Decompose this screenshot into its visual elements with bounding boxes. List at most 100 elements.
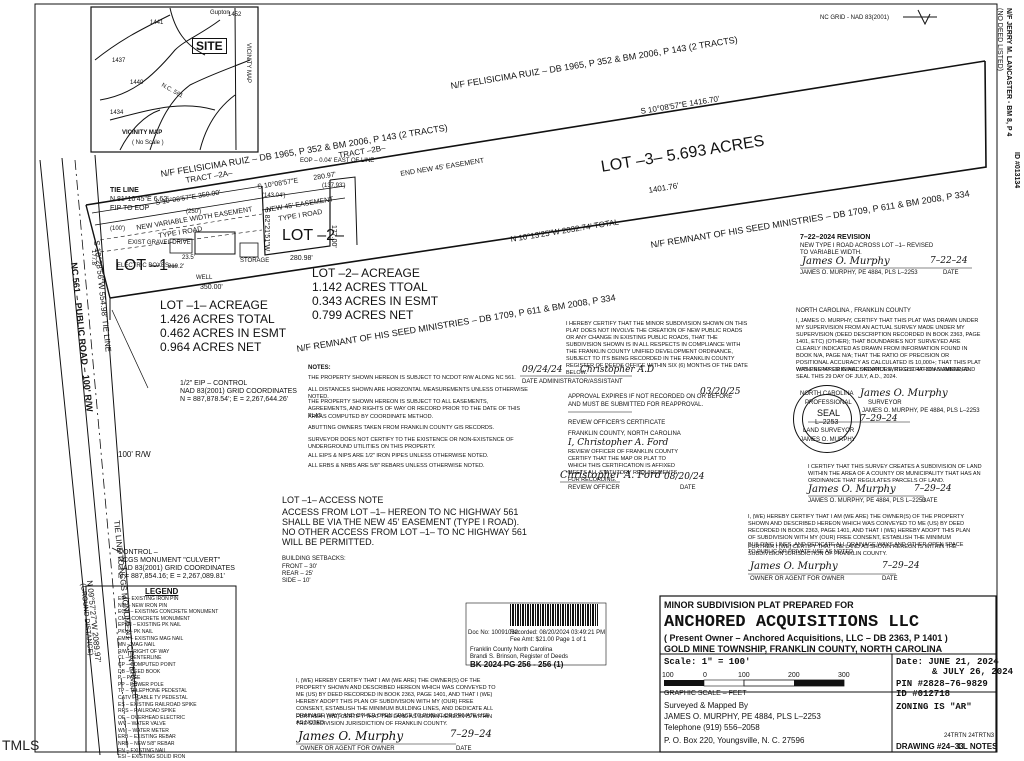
eop-note: EOP – 0.04' EAST OF LINE — [300, 158, 375, 164]
tie-line: TIE LINE — [110, 187, 139, 194]
vicinity-place: Gupton — [210, 10, 230, 16]
seal-bottom: JAMES O. MURPHY — [800, 437, 856, 443]
title-pin: PIN #2828–76–9829 — [896, 679, 988, 689]
control-2-l3: NAD 83(2001) GRID COORDINATES — [118, 565, 235, 572]
surveyor-label: SURVEYOR — [868, 400, 902, 406]
county-cert-expire-2: AND MUST BE SUBMITTED FOR REAPPROVAL. — [568, 402, 704, 408]
revision-line-1: NEW TYPE I ROAD ACROSS LOT –1– REVISED — [800, 243, 934, 249]
scale-tick: 300 — [838, 672, 850, 679]
legend-item: WV – WATER VALVE — [118, 721, 166, 728]
revision-date-label: DATE — [943, 270, 959, 276]
county-cert-signature: Christopher A.D — [580, 365, 655, 375]
legend-item: ESI – EXISTING SOLID IRON — [118, 754, 186, 761]
legend-item: ECM – EXISTING CONCRETE MONUMENT — [118, 609, 219, 616]
surveyor-name: JAMES O. MURPHY, PE 4884, PLS L–2253 — [862, 408, 980, 414]
recording-book: BK 2024 PG 256 - 256 (1) — [470, 660, 564, 669]
legend-item: NRB – NEW 5/8" REBAR — [118, 741, 175, 748]
sub-cert-text: I CERTIFY THAT THIS SURVEY CREATES A SUB… — [808, 464, 982, 484]
seal-number: L–2253 — [815, 419, 839, 426]
legend-item: ES – EXISTING RAILROAD SPIKE — [118, 701, 197, 708]
title-scale: Scale: 1" = 100' — [664, 657, 751, 667]
vicinity-vertical-label: VICINITY MAP — [244, 43, 251, 83]
title-present-owner: ( Present Owner – Anchored Acquisitions,… — [664, 633, 948, 643]
title-date-2: & JULY 26, 2024 — [932, 667, 1014, 677]
setback-rear: REAR – 25' — [282, 571, 314, 577]
graphic-scale: GRAPHIC SCALE – FEET — [664, 690, 747, 697]
owner-cert-2-date-label: DATE — [456, 746, 472, 752]
owner-cert-2-date: 7–29–24 — [450, 729, 492, 740]
right-owner-note: (NO DEED LISTED) — [996, 8, 1003, 72]
note-item: ALL ERBS & NRBS ARE 5/8" REBARS UNLESS O… — [308, 463, 485, 469]
owner-cert-signature: James O. Murphy — [750, 561, 838, 572]
legend-item: EPKN – EXISTING PK NAIL — [118, 622, 182, 629]
access-note-line: NO OTHER ACCESS FROM LOT –1– TO NC HIGHW… — [282, 527, 527, 537]
control-2-l4: N = 887,854.16; E = 2,267,089.81' — [118, 573, 225, 580]
legend-item: P – PAGE — [118, 675, 141, 682]
distance-28098: 280.98' — [290, 255, 313, 262]
access-note-title: LOT –1– ACCESS NOTE — [282, 495, 384, 505]
owner-cert-2-label: OWNER OR AGENT FOR OWNER — [300, 746, 395, 752]
seal-date: 7–29–24 — [860, 414, 898, 424]
seal-side-1: PROFESSIONAL — [805, 400, 852, 406]
surveyor-cert-witness: WITNESS MY ORIGINAL SIGNATURE, REGISTRAT… — [796, 367, 976, 380]
title-date: Date: JUNE 21, 2024 — [896, 657, 999, 667]
owner-cert-text-2: FURTHER I (WE) CERTIFY THAT THE LAND AS … — [748, 544, 957, 557]
right-of-way: 100' R/W — [118, 450, 151, 459]
owner-cert-2-signature: James O. Murphy — [298, 729, 404, 743]
control-2-l1: CONTROL – — [118, 549, 158, 556]
title-company: ANCHORED ACQUISITIONS LLC — [664, 613, 920, 632]
review-title: REVIEW OFFICER'S CERTIFICATE — [568, 420, 666, 426]
distance-235: 23.5' — [182, 255, 195, 261]
lot-2-esmt: 0.343 ACRES IN ESMT — [312, 294, 439, 308]
revision-date: 7–22–24 — [930, 256, 968, 266]
well-label: WELL — [196, 275, 213, 281]
revision-signature: James O. Murphy — [802, 256, 890, 267]
lot-1-esmt: 0.462 ACRES IN ESMT — [160, 326, 287, 340]
review-date-label: DATE — [680, 485, 696, 491]
county-cert-expire-date: 03/20/25 — [700, 387, 741, 397]
vicinity-site-label: SITE — [192, 38, 227, 54]
scale-tick: 100 — [662, 672, 674, 679]
revision-name: JAMES O. MURPHY, PE 4884, PLS L–2253 — [800, 270, 918, 276]
legend-item: EN – EXISTING NAIL — [118, 747, 167, 754]
lot-1-net: 0.964 ACRES NET — [160, 340, 262, 354]
sub-cert-date: 7–29–24 — [914, 484, 952, 494]
legend-item: CM – CONCRETE MONUMENT — [118, 615, 191, 622]
surveyor-cert-head: NORTH CAROLINA , FRANKLIN COUNTY — [796, 308, 911, 314]
control-1-l1: 1/2" EIP – CONTROL — [180, 380, 248, 387]
sub-cert-signature: James O. Murphy — [808, 484, 896, 495]
title-surveyed: Surveyed & Mapped By — [664, 701, 749, 710]
lot-1-label: LOT –1– — [115, 257, 177, 274]
north-grid-label: NC GRID - NAD 83(2001) — [820, 15, 890, 21]
legend-item: CL – CENTERLINE — [118, 655, 162, 662]
vicinity-road-num: 1437 — [112, 58, 126, 64]
revision-line-2: TO VARIABLE WIDTH. — [800, 250, 862, 256]
title-zoning: ZONING IS "AR" — [896, 702, 972, 712]
bearing-82: S 82°21'51"W — [263, 208, 270, 252]
review-text: REVIEW OFFICER OF FRANKLIN COUNTY CERTIF… — [568, 449, 678, 483]
scale-tick: 0 — [703, 672, 707, 679]
tie-bearing: N 81°10'45"E 6.62' — [110, 196, 169, 203]
legend-item: WM – WATER METER — [118, 727, 169, 734]
legend-item: PKN – PK NAIL — [118, 628, 154, 635]
distance-14304: (143.04') — [262, 193, 286, 199]
owner-cert-text: I, (WE) HEREBY CERTIFY THAT I AM (WE ARE… — [748, 514, 971, 555]
lot-1-total: 1.426 ACRES TOTAL — [160, 312, 275, 326]
scale-tick: 200 — [788, 672, 800, 679]
control-2-l2: NCGS MONUMENT "CULVERT" — [118, 557, 221, 564]
review-name: I, Christopher A. Ford — [568, 438, 669, 448]
vicinity-map-title: VICINITY MAP — [122, 130, 163, 136]
note-item: THE PROPERTY SHOWN HEREON IS SUBJECT TO … — [308, 399, 521, 419]
distance-100: (100') — [110, 226, 126, 232]
vicinity-road-num: 1441 — [150, 20, 164, 26]
recording-register: Brandi S. Brinson, Register of Deeds — [470, 654, 569, 660]
legend-item: CATV – CABLE TV PEDESTAL — [118, 694, 188, 701]
recording-recorded: Recorded: 08/20/2024 03:49:21 PM — [510, 630, 606, 636]
lot-1-acreage-title: LOT –1– ACREAGE — [160, 298, 268, 312]
vicinity-road-num: 1434 — [110, 110, 124, 116]
legend-item: OE – OVERHEAD ELECTRIC — [118, 714, 185, 721]
county-cert-text: I HEREBY CERTIFY THAT THE MINOR SUBDIVIS… — [566, 321, 748, 376]
legend-item: EMN – EXISTING MAG NAIL — [118, 635, 184, 642]
access-note-line: SHALL BE VIA THE NEW 45' EASEMENT (TYPE … — [282, 517, 520, 527]
